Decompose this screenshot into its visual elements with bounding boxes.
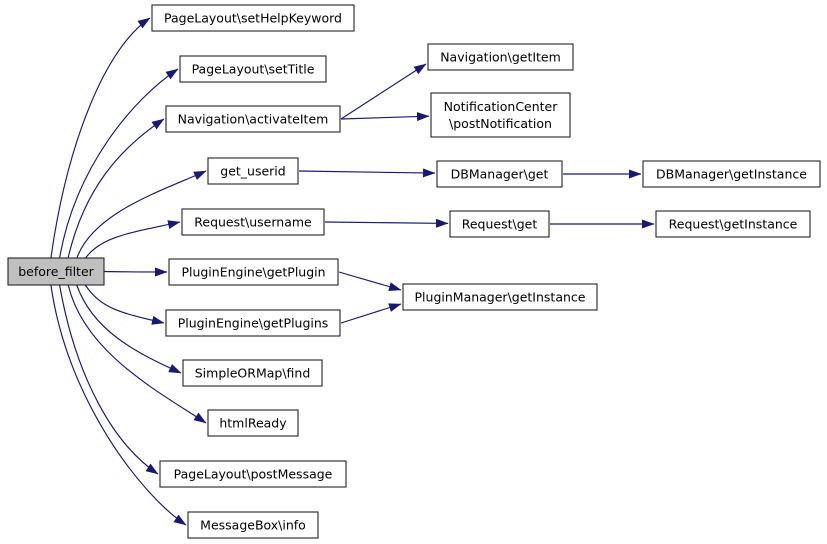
node-box[interactable] — [179, 55, 327, 83]
node-label: MessageBox\info — [200, 518, 306, 533]
edge-getPlugins-pmGetInstance — [340, 303, 402, 324]
node-htmlReady[interactable]: htmlReady — [207, 409, 299, 437]
edge-before_filter-get_userid — [76, 170, 207, 259]
node-label: htmlReady — [219, 416, 287, 431]
node-label: DBManager\get — [451, 167, 549, 182]
node-box[interactable] — [655, 210, 811, 238]
edge-before_filter-getPlugin — [103, 267, 168, 277]
node-label: \postNotification — [449, 116, 552, 131]
node-getPlugin[interactable]: PluginEngine\getPlugin — [168, 258, 339, 286]
node-label: Navigation\activateItem — [178, 112, 329, 127]
edge-username-reqGet — [324, 218, 449, 228]
node-box[interactable] — [207, 409, 299, 437]
edge-getPlugin-pmGetInstance — [338, 271, 402, 291]
edge-before_filter-setTitle — [59, 68, 179, 259]
edge-before_filter-setHelpKeyword — [50, 17, 151, 259]
node-getPlugins[interactable]: PluginEngine\getPlugins — [165, 309, 341, 337]
node-box[interactable] — [427, 43, 574, 71]
node-box[interactable] — [168, 258, 339, 286]
node-box[interactable] — [187, 511, 319, 539]
node-label: get_userid — [220, 164, 285, 179]
node-dbGet[interactable]: DBManager\get — [436, 160, 563, 188]
node-label: PluginManager\getInstance — [415, 290, 586, 305]
node-box[interactable] — [449, 210, 550, 238]
node-label: PageLayout\setHelpKeyword — [164, 11, 342, 26]
edge-before_filter-htmlReady — [67, 284, 207, 424]
node-username[interactable]: Request\username — [181, 208, 325, 236]
node-box[interactable] — [151, 4, 355, 32]
node-label: PageLayout\setTitle — [192, 62, 315, 77]
edge-before_filter-find — [76, 284, 182, 374]
node-box[interactable] — [165, 105, 341, 133]
node-label: Request\getInstance — [669, 217, 798, 232]
node-box[interactable] — [402, 283, 598, 311]
node-label: NotificationCenter — [444, 99, 559, 114]
node-get_userid[interactable]: get_userid — [207, 157, 299, 185]
edge-activateItem-postNotification — [340, 112, 430, 122]
node-label: Navigation\getItem — [440, 50, 561, 65]
node-dbGetInstance[interactable]: DBManager\getInstance — [642, 160, 821, 188]
node-box-highlighted[interactable] — [7, 257, 105, 286]
node-box[interactable] — [430, 92, 571, 138]
edge-before_filter-getPlugins — [84, 284, 165, 325]
node-label: DBManager\getInstance — [656, 167, 807, 182]
node-label: Request\get — [462, 217, 538, 232]
node-box[interactable] — [207, 157, 299, 185]
node-postMessage[interactable]: PageLayout\postMessage — [159, 460, 347, 488]
node-label: before_filter — [18, 264, 94, 279]
node-find[interactable]: SimpleORMap\find — [182, 359, 323, 387]
node-setTitle[interactable]: PageLayout\setTitle — [179, 55, 327, 83]
node-pmGetInstance[interactable]: PluginManager\getInstance — [402, 283, 598, 311]
node-postNotification[interactable]: NotificationCenter \postNotification — [430, 92, 571, 138]
edge-activateItem-getItem — [340, 63, 427, 120]
node-label: PageLayout\postMessage — [174, 467, 333, 482]
node-box[interactable] — [182, 359, 323, 387]
node-box[interactable] — [159, 460, 347, 488]
node-box[interactable] — [642, 160, 821, 188]
edge-before_filter-activateItem — [67, 118, 165, 259]
node-reqGetInstance[interactable]: Request\getInstance — [655, 210, 811, 238]
node-label: Request\username — [194, 215, 312, 230]
edge-get_userid-dbGet — [298, 168, 436, 178]
node-label: PluginEngine\getPlugin — [181, 265, 325, 280]
node-label: PluginEngine\getPlugins — [178, 316, 329, 331]
node-setHelpKeyword[interactable]: PageLayout\setHelpKeyword — [151, 4, 355, 32]
node-reqGet[interactable]: Request\get — [449, 210, 550, 238]
node-getItem[interactable]: Navigation\getItem — [427, 43, 574, 71]
edge-before_filter-postMessage — [59, 284, 159, 475]
node-before_filter[interactable]: before_filter — [7, 257, 105, 286]
node-box[interactable] — [436, 160, 563, 188]
node-info[interactable]: MessageBox\info — [187, 511, 319, 539]
node-box[interactable] — [181, 208, 325, 236]
node-layer: before_filter PageLayout\setHelpKeywordPa… — [7, 4, 821, 539]
node-activateItem[interactable]: Navigation\activateItem — [165, 105, 341, 133]
node-box[interactable] — [165, 309, 341, 337]
node-label: SimpleORMap\find — [195, 366, 311, 381]
edge-before_filter-username — [85, 220, 181, 259]
edge-before_filter-info — [50, 284, 187, 526]
edge-layer — [50, 17, 655, 526]
